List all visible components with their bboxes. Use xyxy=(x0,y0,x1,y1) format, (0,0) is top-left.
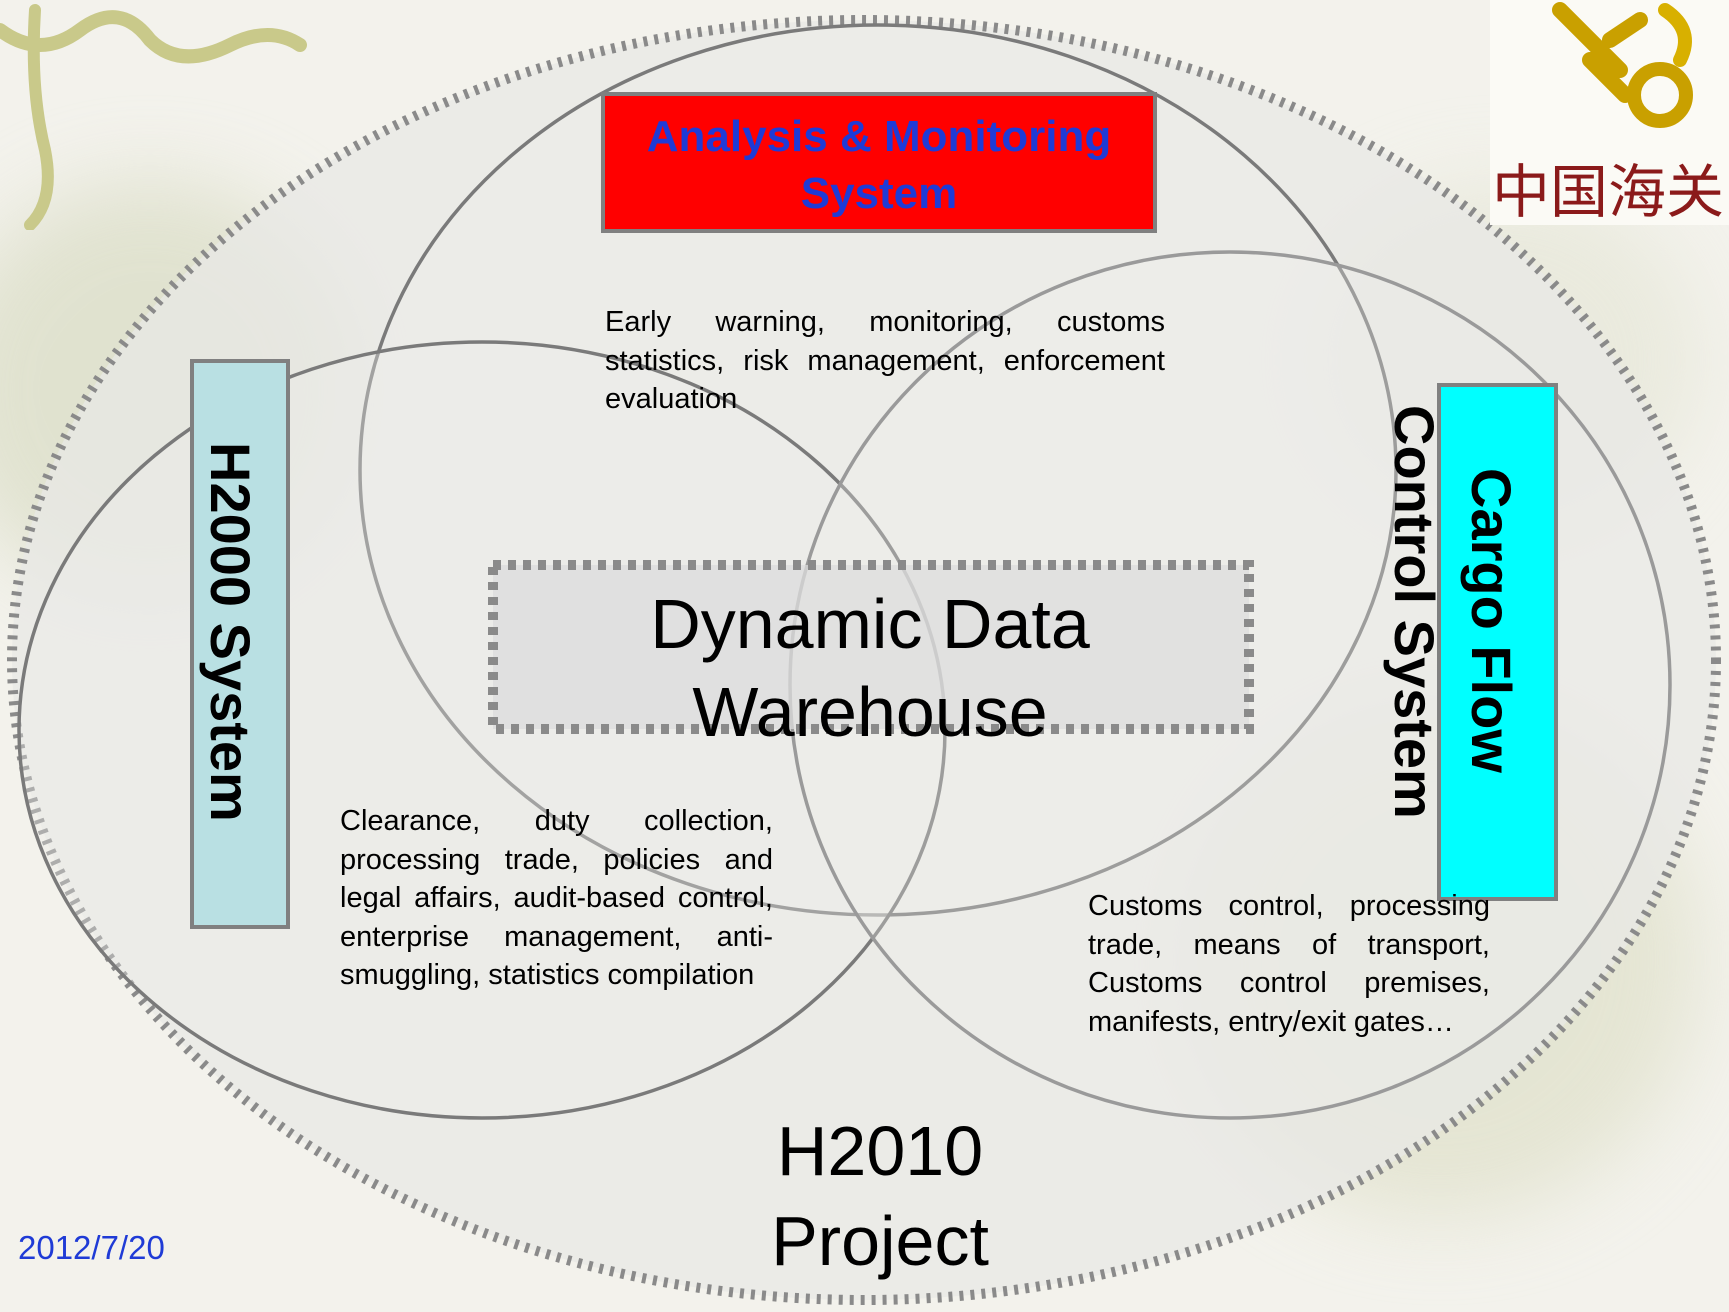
cargo-flow-label-line2: Control System xyxy=(1383,405,1446,819)
cargo-flow-description: Customs control, processing trade, means… xyxy=(1088,890,1490,1038)
cargo-flow-box xyxy=(1437,383,1558,901)
decorative-vine xyxy=(0,4,307,230)
dynamic-data-warehouse-box xyxy=(488,560,1254,734)
dynamic-data-warehouse-label: Dynamic Data Warehouse xyxy=(650,585,1090,751)
h2010-project-label: H2010 Project xyxy=(771,1112,989,1280)
key-emblem-icon xyxy=(1552,2,1648,103)
analysis-monitoring-description: Early warning, monitoring, customs stati… xyxy=(605,306,1165,415)
analysis-monitoring-box: Analysis & Monitoring System xyxy=(601,92,1157,233)
analysis-monitoring-label: Analysis & Monitoring System xyxy=(646,112,1112,218)
slide-date: 2012/7/20 xyxy=(18,1229,165,1266)
h2000-box xyxy=(190,359,290,929)
china-customs-logo: 中国海关 xyxy=(1490,0,1729,225)
h2000-description: Clearance, duty collection, processing t… xyxy=(340,805,773,991)
h2000-label: H2000 System xyxy=(199,442,262,822)
logo-text: 中国海关 xyxy=(1492,158,1724,225)
cargo-flow-label-line1: Cargo Flow xyxy=(1460,468,1523,773)
